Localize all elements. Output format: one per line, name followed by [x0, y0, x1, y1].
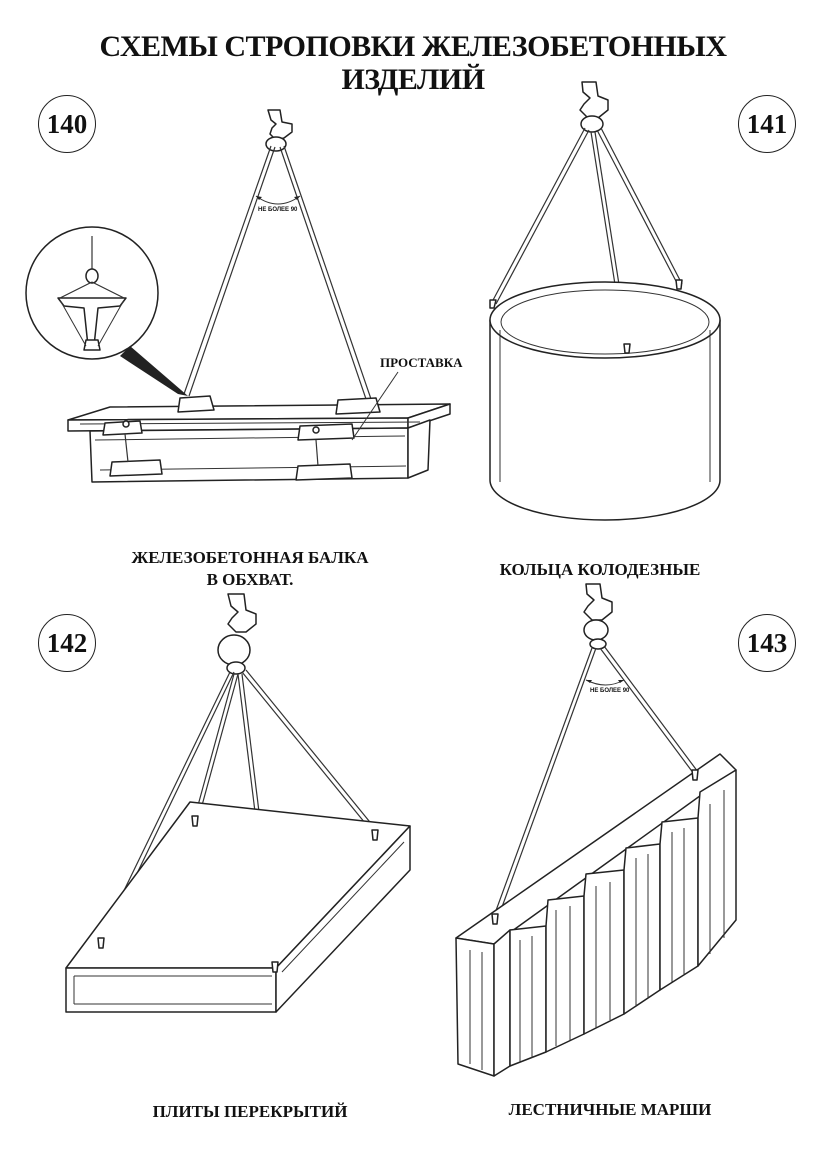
- scheme-140-slings: [183, 145, 372, 400]
- scheme-140-detail: [25, 226, 188, 396]
- scheme-142-number-badge: 142: [38, 614, 96, 672]
- scheme-141-hook: [579, 81, 609, 133]
- scheme-142-slab: [65, 801, 411, 1013]
- scheme-143-drawing: [455, 583, 737, 1077]
- scheme-140-hook: [265, 109, 293, 152]
- scheme-142-caption: ПЛИТЫ ПЕРЕКРЫТИЙ: [152, 1102, 348, 1121]
- scheme-140-caption-line-2: В ОБХВАТ.: [206, 570, 294, 589]
- scheme-140-spacer-label: ПРОСТАВКА: [380, 355, 463, 370]
- scheme-142-hook: [217, 593, 257, 675]
- document-title-line-2: ИЗДЕЛИЙ: [341, 63, 485, 96]
- scheme-143-number-badge: 143: [738, 614, 796, 672]
- scheme-143-stair: [455, 753, 737, 1077]
- scheme-141-caption: КОЛЬЦА КОЛОДЕЗНЫЕ: [499, 560, 701, 579]
- scheme-140-drawing: [25, 109, 451, 483]
- scheme-141-ring: [489, 279, 721, 521]
- document-title-line-1: СХЕМЫ СТРОПОВКИ ЖЕЛЕЗОБЕТОННЫХ: [99, 30, 727, 63]
- scheme-142-drawing: [65, 593, 411, 1013]
- scheme-140-caption-line-1: ЖЕЛЕЗОБЕТОННАЯ БАЛКА: [131, 548, 369, 567]
- scheme-143-hook: [583, 583, 613, 650]
- scheme-143-slings: [493, 645, 699, 919]
- scheme-141-number-badge: 141: [738, 95, 796, 153]
- scheme-141-drawing: [489, 81, 721, 521]
- scheme-140-number-badge: 140: [38, 95, 96, 153]
- scheme-143-caption: ЛЕСТНИЧНЫЕ МАРШИ: [508, 1100, 712, 1119]
- scheme-143-angle-note: НЕ БОЛЕЕ 90: [590, 688, 630, 694]
- scheme-140-angle-note: НЕ БОЛЕЕ 90: [258, 207, 298, 213]
- scheme-140-saddles: [102, 395, 381, 481]
